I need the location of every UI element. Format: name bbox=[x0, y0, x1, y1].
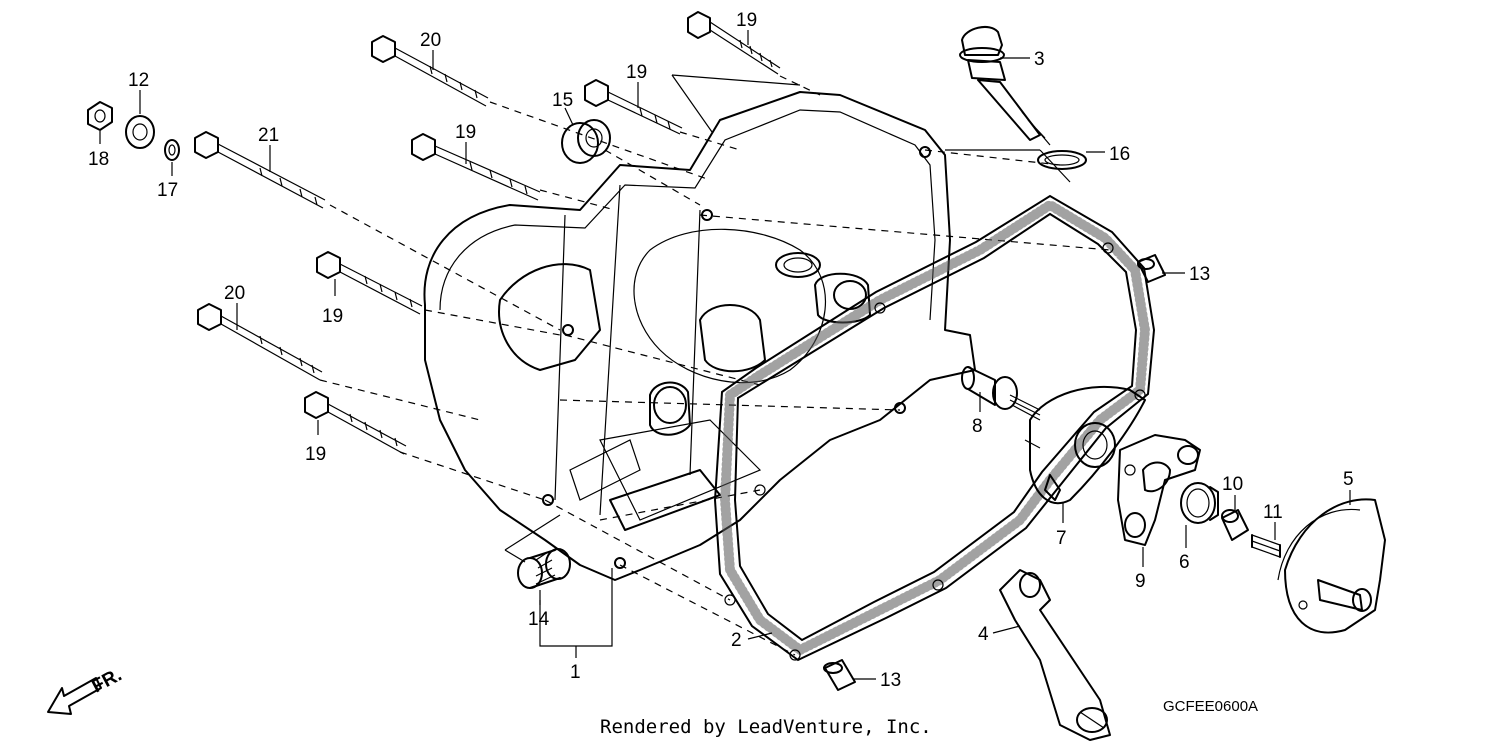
callout-19-top: 19 bbox=[736, 10, 757, 45]
credit-text: Rendered by LeadVenture, Inc. bbox=[600, 716, 932, 738]
needle-bearing bbox=[517, 548, 571, 589]
bolt-19-top bbox=[687, 11, 781, 75]
svg-text:18: 18 bbox=[88, 149, 109, 170]
washer-12 bbox=[125, 115, 155, 149]
callout-19-mid-top: 19 bbox=[626, 62, 801, 133]
callout-5: 5 bbox=[1343, 469, 1354, 505]
callout-14: 14 bbox=[504, 514, 561, 630]
callout-2: 2 bbox=[731, 630, 773, 651]
svg-text:17: 17 bbox=[157, 180, 178, 201]
callout-17: 17 bbox=[157, 162, 178, 201]
bolt-21 bbox=[194, 131, 326, 209]
svg-text:4: 4 bbox=[978, 624, 989, 645]
collar bbox=[1221, 509, 1249, 541]
bolt-20-top bbox=[371, 35, 489, 107]
svg-text:2: 2 bbox=[731, 630, 742, 651]
bolt-19-mid-top bbox=[584, 79, 683, 135]
bolt-19-bottom bbox=[304, 391, 407, 455]
svg-text:15: 15 bbox=[552, 90, 573, 111]
svg-text:21: 21 bbox=[258, 125, 279, 146]
callouts: 1 2 3 4 5 6 7 8 bbox=[88, 10, 1354, 691]
svg-text:11: 11 bbox=[1263, 502, 1283, 523]
svg-text:7: 7 bbox=[1056, 528, 1067, 549]
diagram-code: GCFEE0600A bbox=[1163, 698, 1259, 715]
ball-bearing bbox=[561, 119, 611, 164]
callout-10: 10 bbox=[1222, 474, 1243, 510]
front-direction-arrow: FR. bbox=[47, 665, 125, 715]
svg-text:1: 1 bbox=[570, 662, 581, 683]
svg-text:3: 3 bbox=[1034, 49, 1045, 70]
callout-20-bottom: 20 bbox=[224, 283, 245, 330]
callout-4: 4 bbox=[978, 624, 1021, 645]
callout-8: 8 bbox=[972, 392, 983, 437]
callout-11: 11 bbox=[1263, 502, 1283, 540]
callout-19-bottom: 19 bbox=[305, 420, 326, 465]
svg-text:19: 19 bbox=[626, 62, 647, 83]
small-bolt bbox=[1251, 534, 1281, 558]
bolt-20-bottom bbox=[197, 303, 323, 381]
alignment-lines bbox=[319, 75, 1111, 656]
svg-text:20: 20 bbox=[420, 30, 441, 51]
oil-filler-cap bbox=[959, 25, 1051, 146]
svg-text:19: 19 bbox=[322, 306, 343, 327]
right-crankcase-cover bbox=[423, 91, 976, 581]
callout-7: 7 bbox=[1056, 503, 1067, 549]
stud-bolt bbox=[961, 366, 1041, 421]
callout-9: 9 bbox=[1135, 547, 1146, 592]
svg-text:12: 12 bbox=[128, 70, 149, 91]
callout-1: 1 bbox=[539, 568, 613, 683]
svg-text:13: 13 bbox=[880, 670, 901, 691]
svg-text:20: 20 bbox=[224, 283, 245, 304]
o-ring bbox=[1037, 150, 1087, 170]
callout-18: 18 bbox=[88, 131, 109, 170]
callout-19-left: 19 bbox=[322, 279, 343, 327]
bearing-plate bbox=[1024, 385, 1146, 505]
svg-text:8: 8 bbox=[972, 416, 983, 437]
svg-text:16: 16 bbox=[1109, 144, 1130, 165]
callout-13-lower: 13 bbox=[853, 670, 901, 691]
seal-ring bbox=[1180, 482, 1219, 524]
callout-20-top: 20 bbox=[420, 30, 441, 70]
bolt-19-left bbox=[316, 251, 423, 315]
svg-text:10: 10 bbox=[1222, 474, 1243, 495]
nut-18 bbox=[87, 101, 113, 131]
svg-text:9: 9 bbox=[1135, 571, 1146, 592]
arm-lever bbox=[999, 569, 1111, 741]
callout-12: 12 bbox=[128, 70, 149, 114]
svg-text:19: 19 bbox=[736, 10, 757, 31]
svg-text:6: 6 bbox=[1179, 552, 1190, 573]
callout-16: 16 bbox=[945, 144, 1130, 183]
svg-text:14: 14 bbox=[528, 609, 550, 630]
callout-6: 6 bbox=[1179, 525, 1190, 573]
svg-text:13: 13 bbox=[1189, 264, 1210, 285]
dowel-pin-upper bbox=[1137, 254, 1166, 283]
dowel-pin-lower bbox=[823, 659, 856, 691]
callout-19-mid: 19 bbox=[455, 122, 476, 164]
lever-plate bbox=[1117, 434, 1201, 546]
callout-21: 21 bbox=[258, 125, 279, 172]
callout-13-upper: 13 bbox=[1162, 264, 1210, 285]
svg-text:5: 5 bbox=[1343, 469, 1354, 490]
svg-text:19: 19 bbox=[305, 444, 326, 465]
callout-15: 15 bbox=[552, 90, 574, 126]
cover-gasket bbox=[713, 194, 1156, 662]
cam-plate bbox=[1277, 498, 1386, 634]
washer-17 bbox=[164, 139, 180, 161]
callout-3: 3 bbox=[1000, 49, 1045, 70]
svg-text:19: 19 bbox=[455, 122, 476, 143]
bolt-19-mid bbox=[411, 133, 541, 201]
